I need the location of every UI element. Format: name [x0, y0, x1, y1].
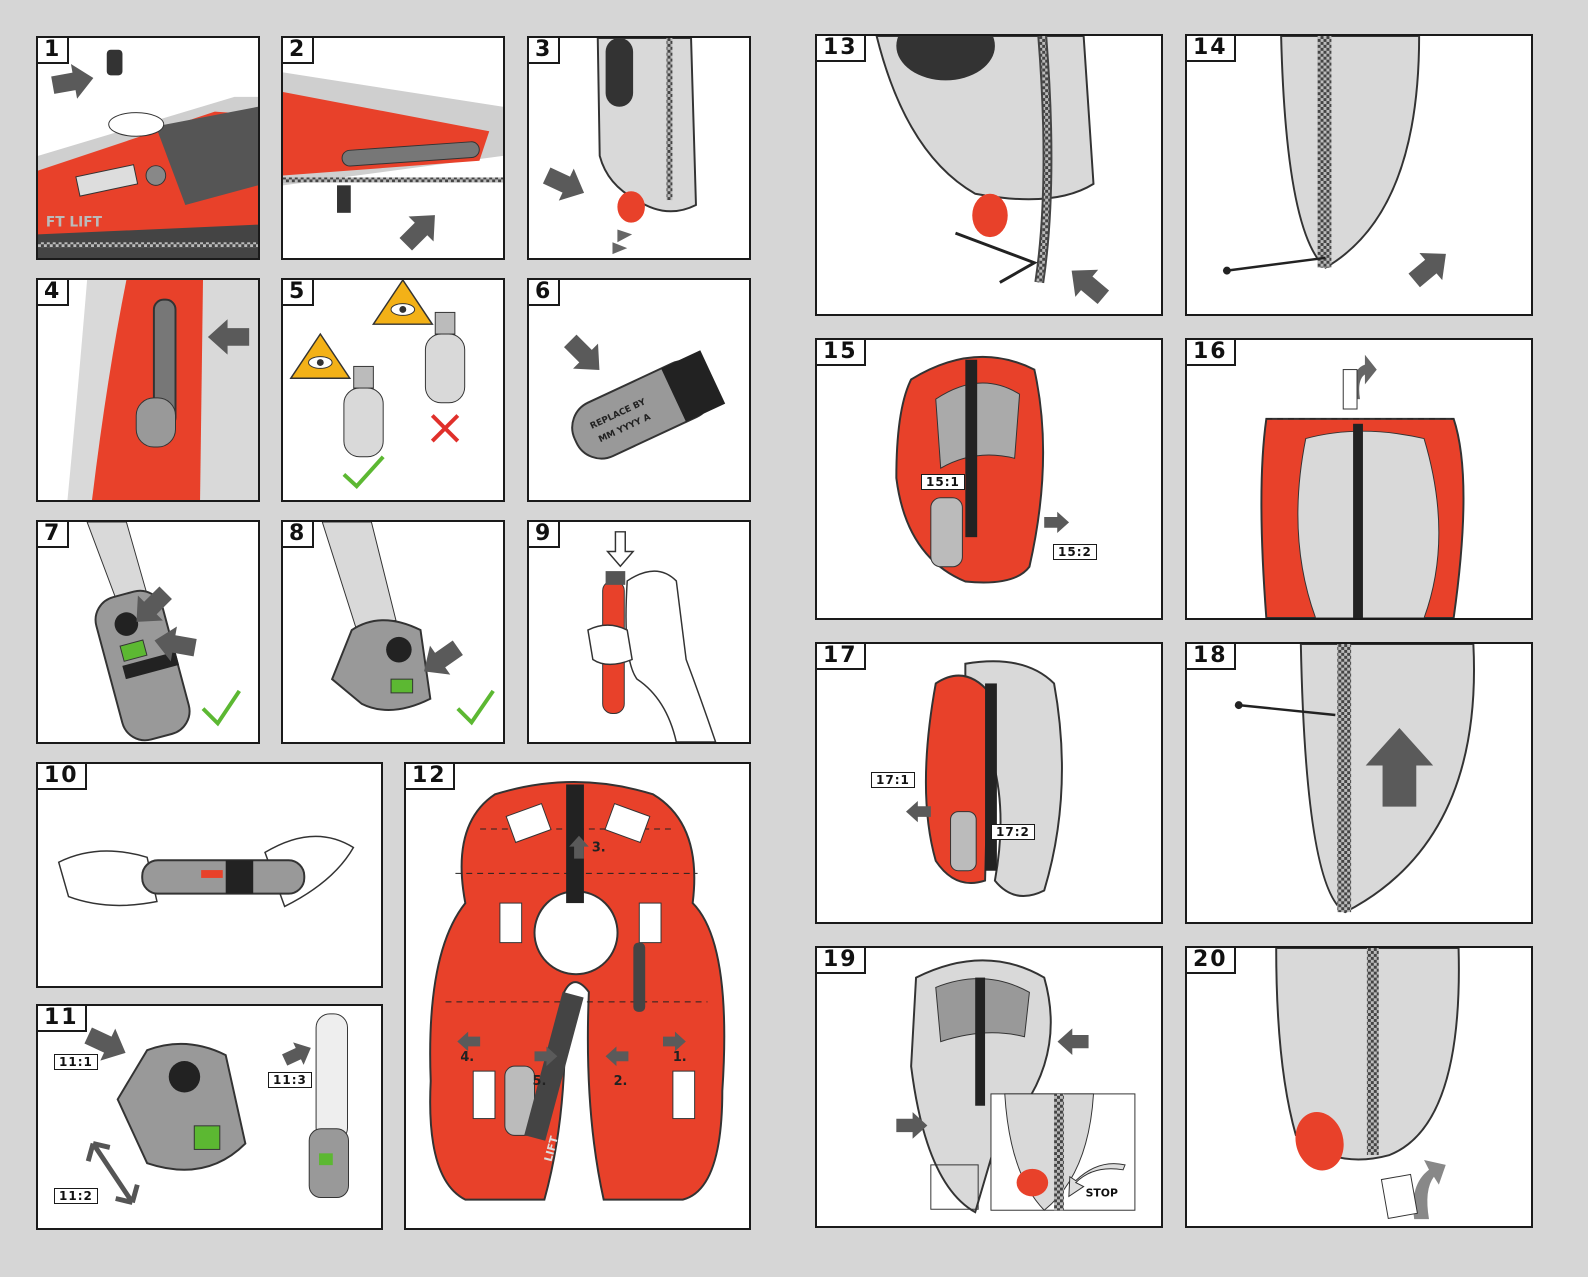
- label-12-4: 4.: [460, 1050, 474, 1065]
- arrow-icon: [279, 1037, 316, 1072]
- hand-icon: [626, 571, 716, 742]
- arrow-icon: [1060, 257, 1115, 311]
- open-zipper-illustration: [283, 38, 503, 258]
- zipper-end-illustration: [1187, 36, 1531, 314]
- tuck-tab-illustration: [1187, 948, 1531, 1226]
- cross-icon: [432, 416, 458, 442]
- label-11-1: 11:1: [54, 1054, 98, 1070]
- step-7-panel: 7: [36, 520, 260, 744]
- label-12-1: 1.: [673, 1050, 687, 1065]
- warning-eye-icon: [373, 280, 432, 324]
- step-10-panel: 10: [36, 762, 383, 988]
- step-18-panel: 18: [1185, 642, 1533, 924]
- step-1-panel: 1 FT LIFT: [36, 36, 260, 260]
- step-14-panel: 14: [1185, 34, 1533, 316]
- step-17-panel: 17 17:1 17:2: [815, 642, 1163, 924]
- step-6-panel: 6 REPLACE BY MM YYYY A: [527, 278, 751, 502]
- step-number: 7: [36, 520, 69, 548]
- step-19-panel: 19 STOP: [815, 946, 1163, 1228]
- arrow-icon: [539, 159, 591, 208]
- arrow-icon: [558, 328, 612, 382]
- label-15-2: 15:2: [1053, 544, 1097, 560]
- label-17-2: 17:2: [991, 824, 1035, 840]
- label-17-1: 17:1: [871, 772, 915, 788]
- step-number: 18: [1185, 642, 1236, 670]
- arrow-icon: [1058, 1028, 1089, 1055]
- attach-inflator-illustration: [38, 764, 381, 986]
- gas-cylinder-icon: [425, 312, 464, 402]
- label-11-3: 11:3: [268, 1072, 312, 1088]
- cylinder-pocket-illustration: [38, 280, 258, 500]
- arrow-icon: [1413, 1160, 1446, 1219]
- label-15-1: 15:1: [921, 474, 965, 490]
- step-number: 12: [404, 762, 455, 790]
- start-zipper-illustration: [817, 36, 1161, 314]
- step-11-panel: 11 11:1 11:2 11:3: [36, 1004, 383, 1230]
- step-number: 14: [1185, 34, 1236, 62]
- inflator-check-illustration: [283, 522, 503, 742]
- arrow-icon: [608, 532, 634, 566]
- step-3-panel: 3: [527, 36, 751, 260]
- step-number: 8: [281, 520, 314, 548]
- step-number: 6: [527, 278, 560, 306]
- inflator-icon: [118, 1044, 246, 1170]
- replace-date-illustration: REPLACE BY MM YYYY A: [529, 280, 749, 500]
- check-icon: [458, 691, 493, 722]
- step-number: 11: [36, 1004, 87, 1032]
- close-zipper-illustration: [1187, 644, 1531, 922]
- open-cover-illustration: FT LIFT: [38, 38, 258, 258]
- step-number: 15: [815, 338, 866, 366]
- gas-cylinder-icon: [344, 366, 383, 456]
- check-indicator-illustration: [38, 522, 258, 742]
- step-number: 9: [527, 520, 560, 548]
- step-4-panel: 4: [36, 278, 260, 502]
- step-number: 16: [1185, 338, 1236, 366]
- label-12-3: 3.: [592, 841, 606, 856]
- step-12-panel: 12 3. 1. 2. 4. 5. LIFT: [404, 762, 751, 1230]
- cylinder-check-illustration: [283, 280, 503, 500]
- step-number: 10: [36, 762, 87, 790]
- lifejacket-layout-illustration: 3. 1. 2. 4. 5. LIFT: [406, 764, 749, 1228]
- stop-text: STOP: [1086, 1186, 1118, 1199]
- pull-tab-illustration: [529, 38, 749, 258]
- step-9-panel: 9: [527, 520, 751, 744]
- label-12-2: 2.: [614, 1074, 628, 1089]
- label-11-2: 11:2: [54, 1188, 98, 1204]
- step-number: 1: [36, 36, 69, 64]
- step-13-panel: 13: [815, 34, 1163, 316]
- stop-position-illustration: STOP: [817, 948, 1161, 1226]
- step-16-panel: 16: [1185, 338, 1533, 620]
- inflator-icon: [332, 620, 430, 710]
- warning-eye-icon: [291, 334, 350, 378]
- step-number: 19: [815, 946, 866, 974]
- step-5-panel: 5: [281, 278, 505, 502]
- label-12-5: 5.: [533, 1074, 547, 1089]
- step-20-panel: 20: [1185, 946, 1533, 1228]
- fold-back-illustration: [1187, 340, 1531, 618]
- step-2-panel: 2: [281, 36, 505, 260]
- arrow-icon: [393, 203, 447, 257]
- step-number: 4: [36, 278, 69, 306]
- step-number: 5: [281, 278, 314, 306]
- insert-cylinder-illustration: [529, 522, 749, 742]
- step-number: 20: [1185, 946, 1236, 974]
- arrow-icon: [1403, 240, 1458, 294]
- step-number: 3: [527, 36, 560, 64]
- fold-jacket-illustration: [817, 340, 1161, 618]
- fold-sides-illustration: [817, 644, 1161, 922]
- lift-text: FT LIFT: [46, 215, 103, 231]
- step-8-panel: 8: [281, 520, 505, 744]
- step-number: 2: [281, 36, 314, 64]
- step-number: 17: [815, 642, 866, 670]
- check-icon: [203, 691, 239, 723]
- arrow-icon: [1044, 512, 1069, 533]
- step-number: 13: [815, 34, 866, 62]
- arrow-icon: [50, 61, 97, 103]
- check-icon: [344, 457, 383, 486]
- inflator-icon: [142, 860, 304, 893]
- step-15-panel: 15 15:1 15:2: [815, 338, 1163, 620]
- hand-icon: [588, 625, 632, 664]
